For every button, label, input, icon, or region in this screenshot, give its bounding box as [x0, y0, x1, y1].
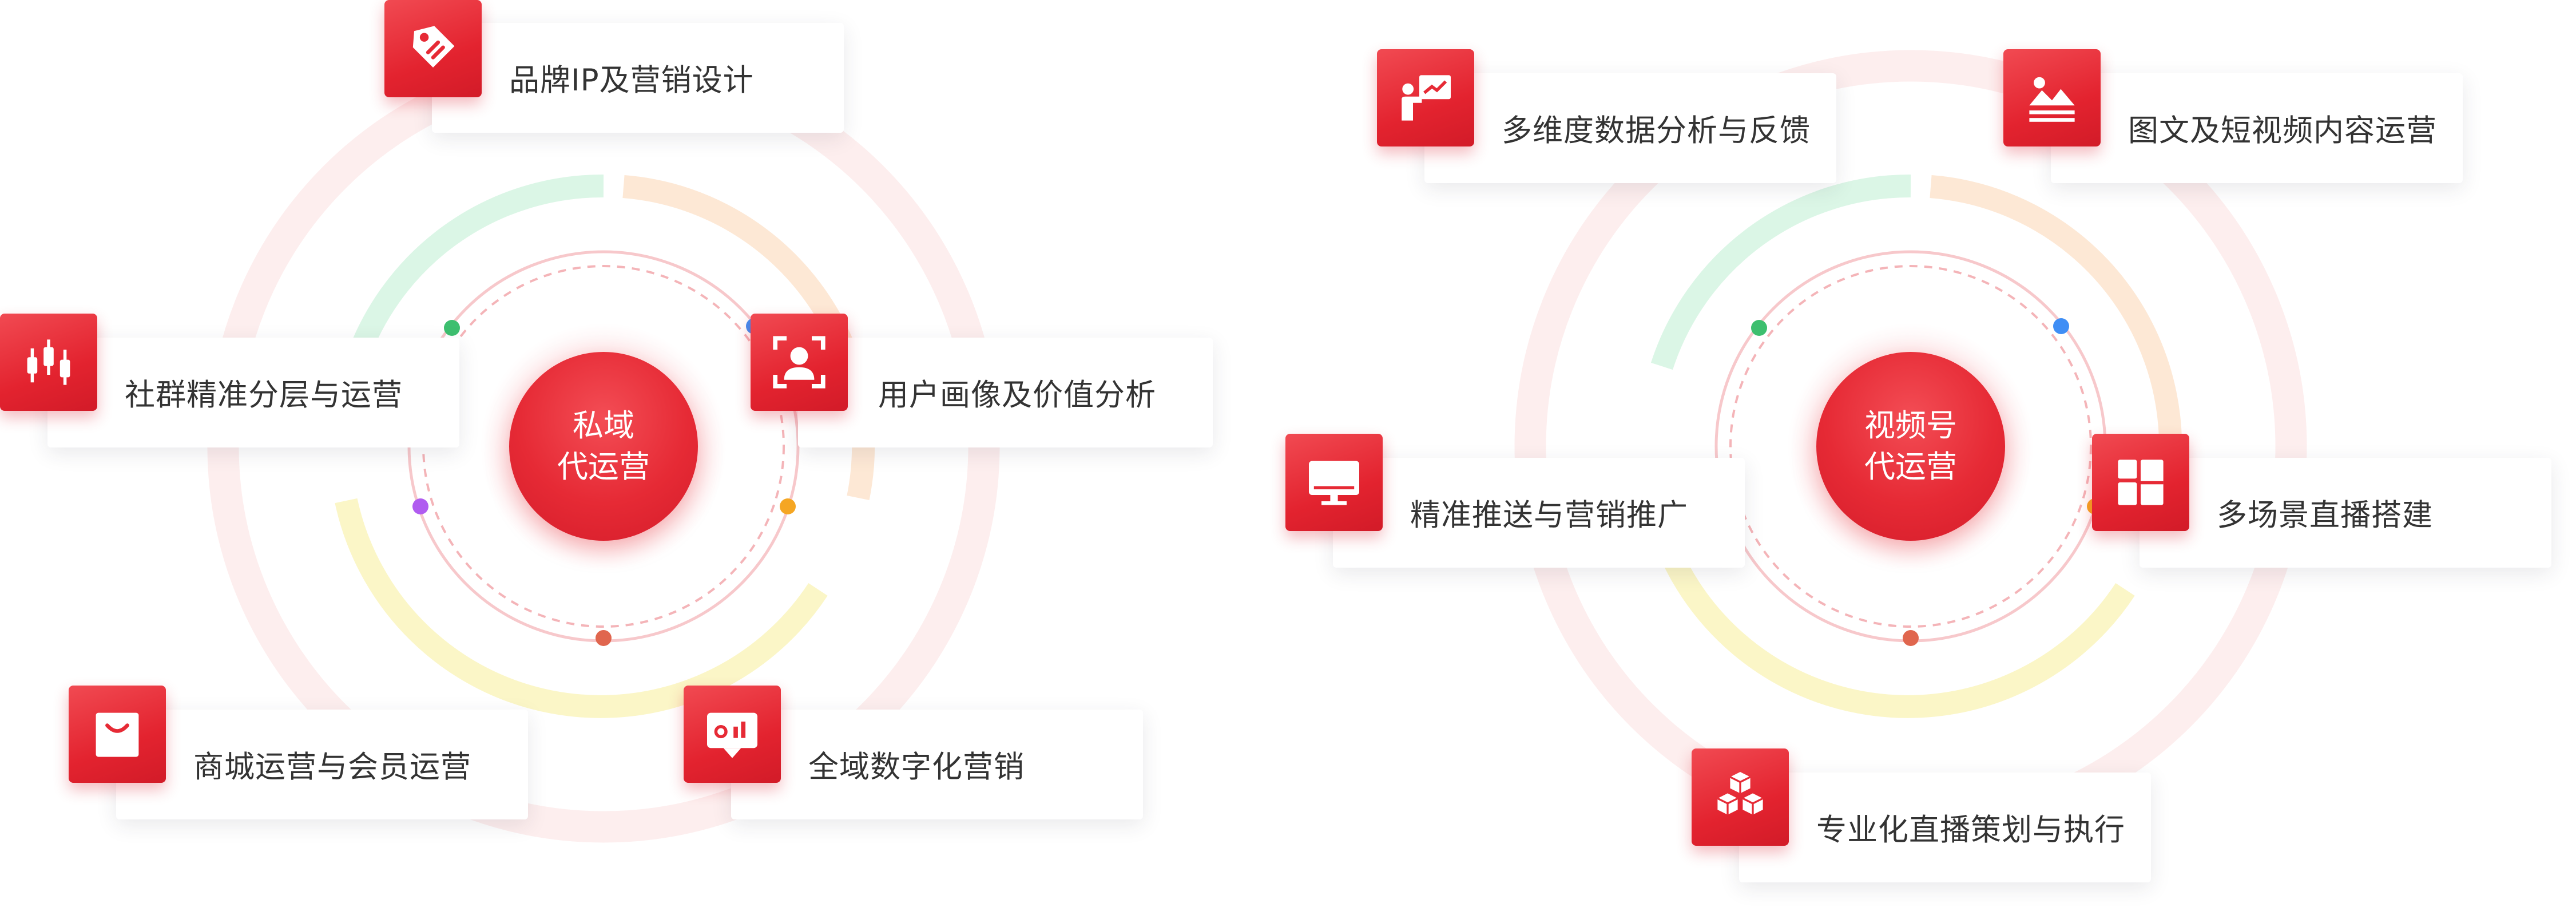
service-card-user-profile[interactable]: 用户画像及价值分析 — [798, 338, 1213, 447]
green-dot — [1751, 320, 1767, 336]
image-text-icon — [2003, 49, 2101, 146]
yellow-arc — [1642, 498, 2135, 718]
green-arc — [1650, 174, 1911, 370]
hub-label-line1: 视频号 — [1864, 407, 1957, 443]
service-label: 商城运营与会员运营 — [193, 750, 471, 785]
service-card-mall[interactable]: 商城运营与会员运营 — [116, 710, 528, 819]
service-card-content[interactable]: 图文及短视频内容运营 — [2051, 73, 2463, 183]
service-label: 多场景直播搭建 — [2217, 498, 2433, 533]
shopping-bag-icon — [69, 686, 166, 783]
user-scan-icon — [751, 314, 848, 411]
service-card-live-planning[interactable]: 专业化直播策划与执行 — [1739, 773, 2151, 882]
cubes-icon — [1692, 748, 1789, 846]
purple-dot — [412, 498, 428, 514]
hub-label-line2: 代运营 — [1864, 449, 1957, 485]
yellow-arc — [335, 498, 828, 718]
service-card-brand-ip[interactable]: 品牌IP及营销设计 — [432, 23, 844, 133]
blue-dot — [2053, 318, 2069, 334]
layout-blocks-icon — [2092, 434, 2189, 531]
red-dot — [1903, 630, 1919, 646]
service-card-push[interactable]: 精准推送与营销推广 — [1333, 458, 1745, 568]
service-label: 图文及短视频内容运营 — [2128, 113, 2437, 148]
hub-circle: 视频号 代运营 — [1816, 352, 2005, 541]
service-card-digital[interactable]: 全域数字化营销 — [731, 710, 1143, 819]
red-dot — [596, 630, 612, 646]
video-ops-diagram: 视频号 代运营 多维度数据分析与反馈 图文及短视频内容运营 精准推送与营销推广 — [1285, 0, 2574, 915]
orange-dot — [780, 498, 796, 514]
tag-icon — [384, 0, 482, 97]
service-card-data-analysis[interactable]: 多维度数据分析与反馈 — [1424, 73, 1836, 183]
candlestick-icon — [0, 314, 97, 411]
service-card-community[interactable]: 社群精准分层与运营 — [47, 338, 459, 447]
private-ops-diagram: 私域 代运营 品牌IP及营销设计 社群精准分层与运营 用户画像及价值分析 — [0, 0, 1287, 915]
service-label: 全域数字化营销 — [808, 750, 1025, 785]
service-label: 多维度数据分析与反馈 — [1502, 113, 1811, 148]
green-dot — [444, 320, 460, 336]
service-label: 品牌IP及营销设计 — [509, 63, 754, 98]
service-card-live-scenes[interactable]: 多场景直播搭建 — [2140, 458, 2551, 568]
service-label: 社群精准分层与运营 — [125, 378, 403, 413]
chart-board-icon — [684, 686, 781, 783]
service-label: 精准推送与营销推广 — [1410, 498, 1688, 533]
service-label: 专业化直播策划与执行 — [1816, 813, 2125, 847]
presenter-chart-icon — [1377, 49, 1474, 146]
hub-circle: 私域 代运营 — [509, 352, 698, 541]
service-label: 用户画像及价值分析 — [878, 378, 1156, 413]
hub-label-line2: 代运营 — [557, 449, 650, 485]
hub-label-line1: 私域 — [573, 407, 634, 443]
green-arc — [343, 174, 604, 370]
monitor-icon — [1285, 434, 1383, 531]
dashed-ring — [1729, 265, 2092, 628]
orange-arc — [1930, 175, 2182, 500]
